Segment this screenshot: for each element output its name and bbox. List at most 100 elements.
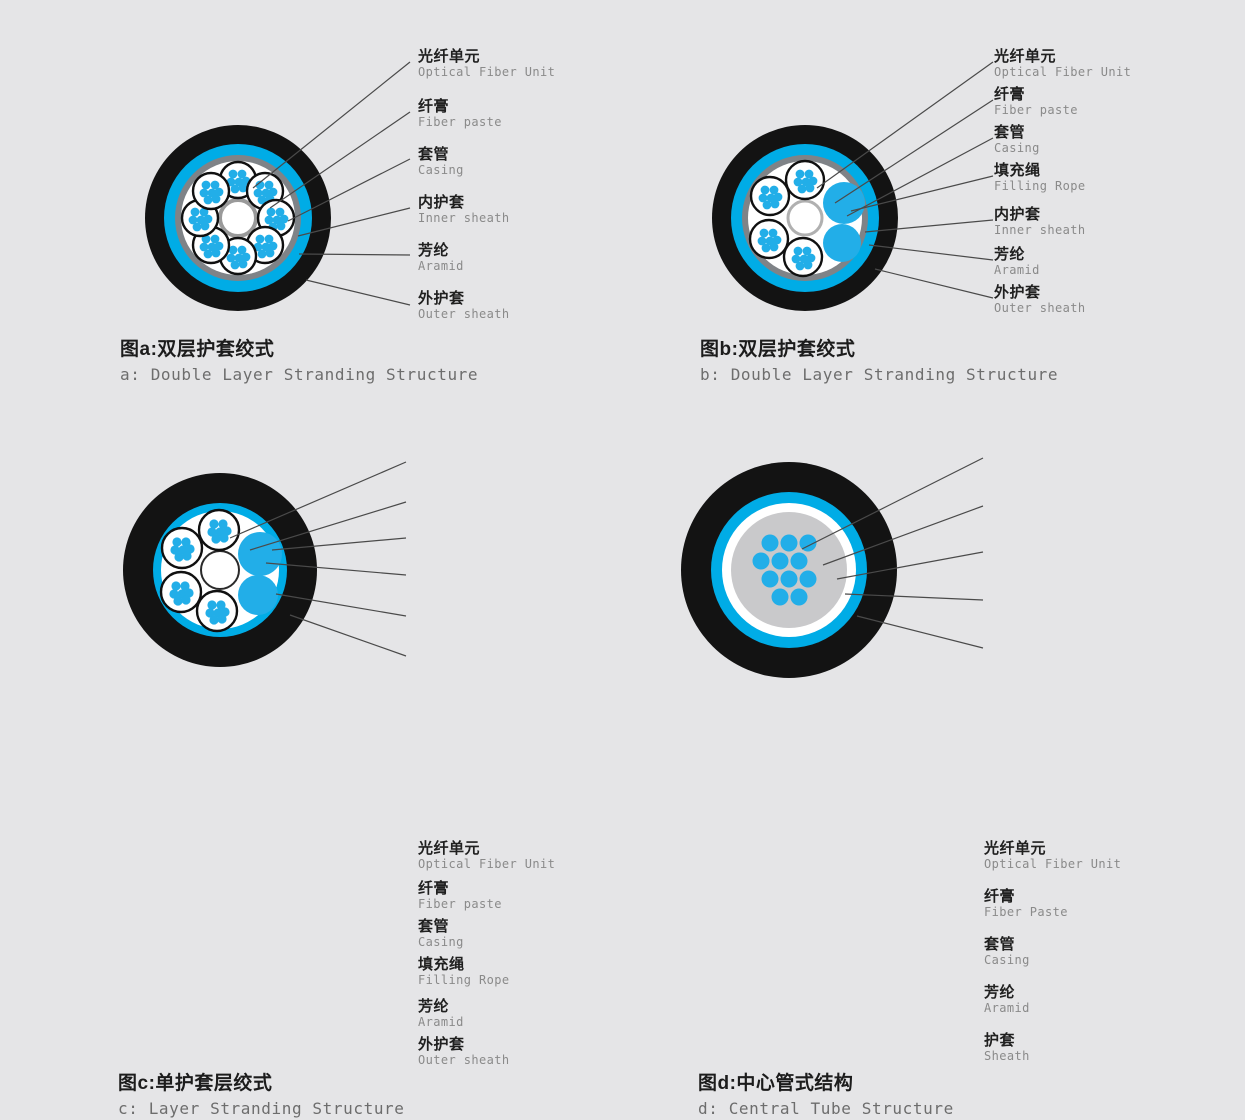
- label-en: Filling Rope: [994, 179, 1086, 193]
- label-outer-sheath: 外护套 Outer sheath: [418, 290, 510, 321]
- layer-fiber-paste: [731, 512, 847, 628]
- label-fiber-paste: 纤膏 Fiber paste: [994, 86, 1078, 117]
- label-en: Inner sheath: [418, 211, 510, 225]
- label-cn: 芳纶: [994, 246, 1026, 263]
- label-en: Aramid: [418, 1015, 464, 1029]
- label-outer-sheath: 外护套 Outer sheath: [418, 1036, 510, 1067]
- label-fiber-paste: 纤膏 Fiber Paste: [984, 888, 1068, 919]
- label-en: Inner sheath: [994, 223, 1086, 237]
- label-cn: 纤膏: [418, 98, 450, 115]
- caption-cn: 图d:中心管式结构: [698, 1073, 854, 1094]
- label-aramid: 芳纶 Aramid: [418, 998, 464, 1029]
- caption-en: a: Double Layer Stranding Structure: [120, 365, 479, 384]
- caption-en: b: Double Layer Stranding Structure: [700, 365, 1059, 384]
- label-cn: 套管: [984, 936, 1016, 953]
- label-en: Fiber paste: [418, 897, 502, 911]
- center-member: [218, 198, 258, 238]
- cable-cross-section-a: [145, 61, 411, 311]
- caption-cn: 图a:双层护套绞式: [120, 339, 275, 360]
- center-member: [200, 550, 240, 590]
- label-inner-sheath: 内护套 Inner sheath: [418, 194, 510, 225]
- label-cn: 护套: [984, 1032, 1016, 1049]
- center-member: [786, 199, 824, 237]
- label-cn: 套管: [994, 124, 1026, 141]
- filling-rope: [238, 532, 282, 576]
- label-en: Aramid: [994, 263, 1040, 277]
- label-filling-rope: 填充绳 Filling Rope: [418, 956, 510, 987]
- label-en: Outer sheath: [418, 1053, 510, 1067]
- label-aramid: 芳纶 Aramid: [418, 242, 464, 273]
- filling-rope: [238, 575, 278, 615]
- caption-en: d: Central Tube Structure: [698, 1099, 954, 1118]
- label-cn: 填充绳: [994, 162, 1041, 179]
- label-aramid: 芳纶 Aramid: [984, 984, 1030, 1015]
- label-cn: 外护套: [418, 290, 465, 307]
- figure-caption-c: 图c:单护套层绞式 c: Layer Stranding Structure: [118, 1072, 405, 1120]
- label-en: Optical Fiber Unit: [418, 65, 556, 79]
- figure-panel-b: 光纤单元 Optical Fiber Unit 纤膏 Fiber paste 套…: [622, 0, 1245, 400]
- label-en: Aramid: [418, 259, 464, 273]
- label-cn: 内护套: [418, 194, 465, 211]
- label-en: Optical Fiber Unit: [994, 65, 1132, 79]
- label-en: Casing: [418, 163, 464, 177]
- figure-panel-a: 光纤单元 Optical Fiber Unit 纤膏 Fiber paste 套…: [0, 0, 622, 400]
- label-en: Casing: [984, 953, 1030, 967]
- caption-cn: 图c:单护套层绞式: [118, 1073, 273, 1094]
- label-cn: 填充绳: [418, 956, 465, 973]
- label-en: Optical Fiber Unit: [984, 857, 1122, 871]
- label-en: Aramid: [984, 1001, 1030, 1015]
- label-optical-fiber-unit: 光纤单元 Optical Fiber Unit: [984, 840, 1121, 871]
- caption-en: c: Layer Stranding Structure: [118, 1099, 405, 1118]
- fiber-unit-group: [180, 160, 296, 276]
- cable-cross-section-c: [123, 461, 407, 667]
- label-cn: 套管: [418, 146, 450, 163]
- label-casing: 套管 Casing: [418, 918, 464, 949]
- leader-lines-d: [801, 457, 984, 649]
- label-aramid: 芳纶 Aramid: [994, 246, 1040, 277]
- label-cn: 光纤单元: [418, 48, 481, 65]
- filling-rope: [823, 224, 861, 262]
- leader-lines-c: [229, 461, 407, 657]
- filling-rope: [823, 182, 865, 224]
- label-cn: 光纤单元: [418, 840, 481, 857]
- label-en: Casing: [418, 935, 464, 949]
- label-fiber-paste: 纤膏 Fiber paste: [418, 98, 502, 129]
- label-cn: 纤膏: [418, 880, 450, 897]
- figure-caption-d: 图d:中心管式结构 d: Central Tube Structure: [698, 1072, 954, 1120]
- label-casing: 套管 Casing: [994, 124, 1040, 155]
- label-casing: 套管 Casing: [984, 936, 1030, 967]
- label-casing: 套管 Casing: [418, 146, 464, 177]
- label-optical-fiber-unit: 光纤单元 Optical Fiber Unit: [994, 48, 1131, 79]
- label-en: Outer sheath: [994, 301, 1086, 315]
- label-sheath: 护套 Sheath: [984, 1032, 1030, 1063]
- label-inner-sheath: 内护套 Inner sheath: [994, 206, 1086, 237]
- figure-caption-a: 图a:双层护套绞式 a: Double Layer Stranding Stru…: [120, 338, 478, 386]
- cable-cross-section-d: [681, 457, 984, 678]
- label-cn: 外护套: [994, 284, 1041, 301]
- figure-panel-d: 光纤单元 Optical Fiber Unit 纤膏 Fiber Paste 套…: [622, 400, 1245, 1118]
- cable-cross-section-b: [712, 61, 994, 311]
- label-cn: 纤膏: [984, 888, 1016, 905]
- label-cn: 内护套: [994, 206, 1041, 223]
- leader-lines-b: [816, 61, 994, 299]
- label-en: Fiber paste: [418, 115, 502, 129]
- label-en: Outer sheath: [418, 307, 510, 321]
- label-cn: 芳纶: [418, 998, 450, 1015]
- label-cn: 芳纶: [984, 984, 1016, 1001]
- fiber-unit-group: [159, 508, 241, 633]
- label-cn: 外护套: [418, 1036, 465, 1053]
- label-en: Fiber paste: [994, 103, 1078, 117]
- label-en: Filling Rope: [418, 973, 510, 987]
- label-en: Sheath: [984, 1049, 1030, 1063]
- label-cn: 光纤单元: [984, 840, 1047, 857]
- label-optical-fiber-unit: 光纤单元 Optical Fiber Unit: [418, 48, 555, 79]
- label-en: Optical Fiber Unit: [418, 857, 556, 871]
- label-optical-fiber-unit: 光纤单元 Optical Fiber Unit: [418, 840, 555, 871]
- label-fiber-paste: 纤膏 Fiber paste: [418, 880, 502, 911]
- label-cn: 纤膏: [994, 86, 1026, 103]
- label-filling-rope: 填充绳 Filling Rope: [994, 162, 1086, 193]
- fiber-unit-group: [748, 159, 826, 278]
- filling-rope-group: [823, 182, 865, 262]
- figure-panel-c: 光纤单元 Optical Fiber Unit 纤膏 Fiber paste 套…: [0, 400, 622, 1118]
